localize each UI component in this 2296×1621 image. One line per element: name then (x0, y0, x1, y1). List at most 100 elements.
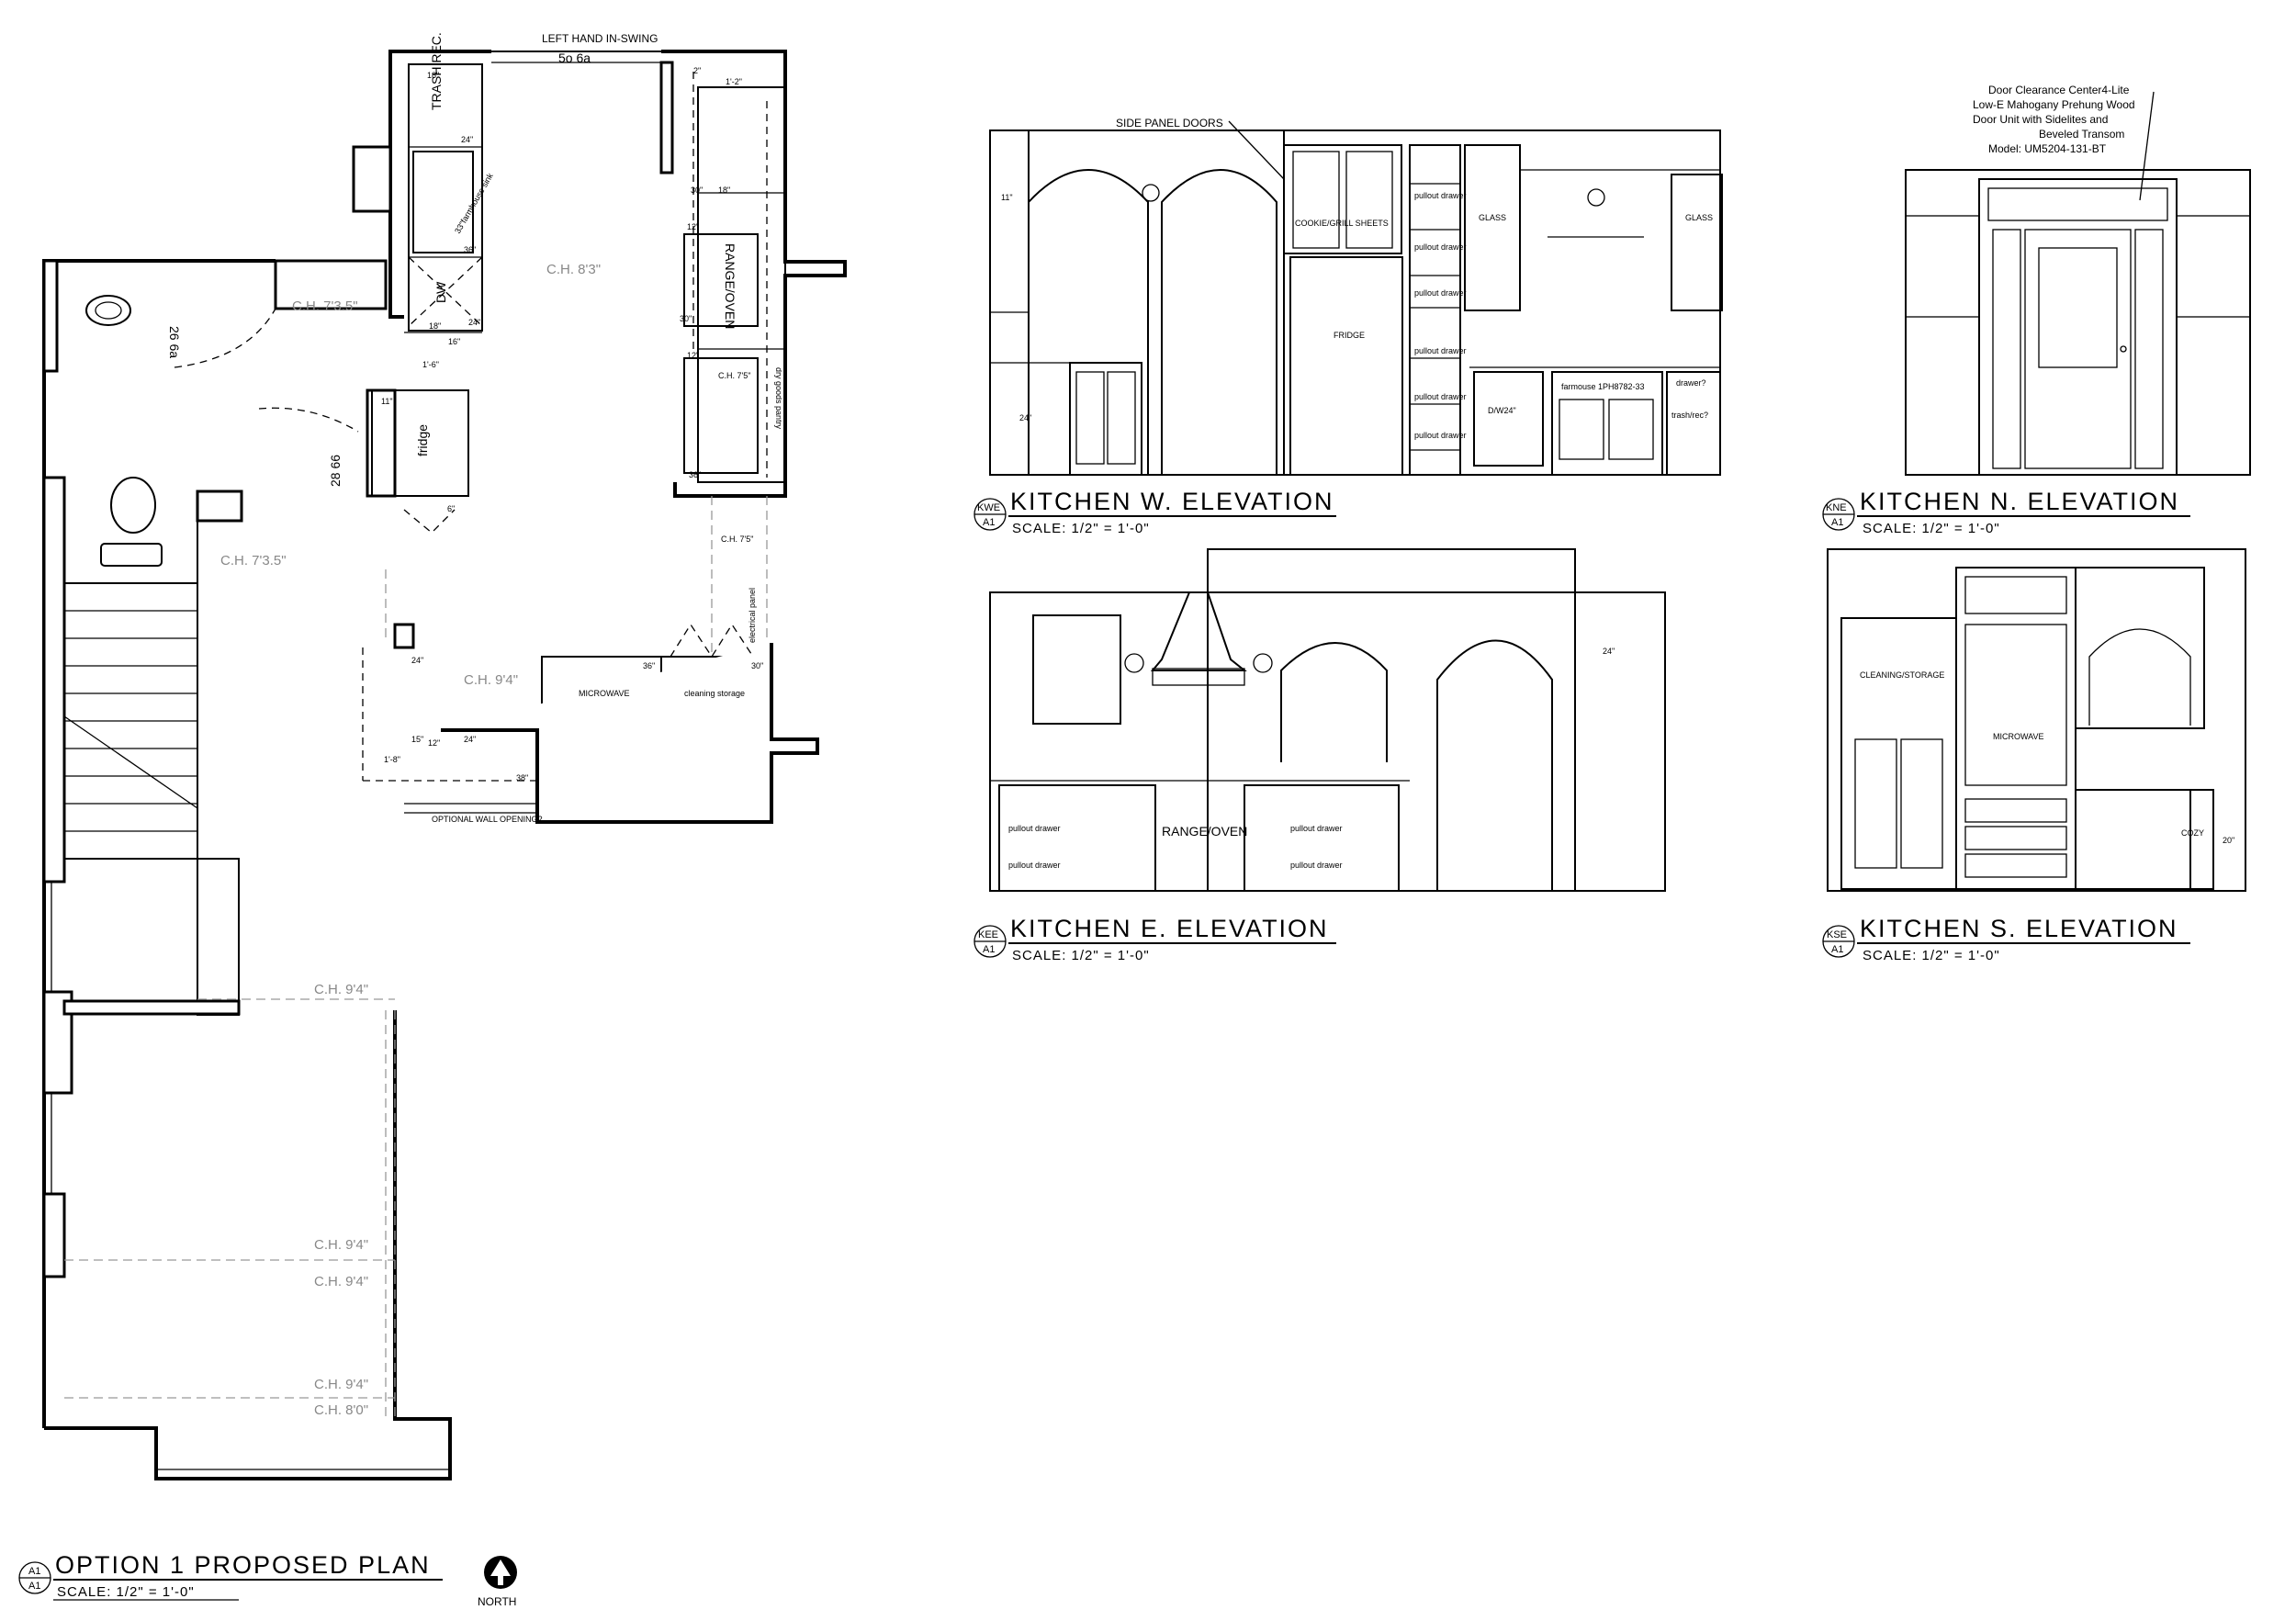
entry-door (2024, 229, 2132, 469)
south-microwave-tower (1955, 567, 2077, 890)
east-scale: SCALE: 1/2" = 1'-0" (1012, 948, 1150, 963)
farmhouse-sink (412, 151, 474, 253)
east-elevation-frame (989, 591, 1666, 892)
pullout-label-4: pullout drawer (1414, 346, 1467, 355)
dim-1-2: 1'-2" (726, 77, 742, 86)
east-soffit-wall (1207, 548, 1576, 892)
west-sink-cabinet (1551, 371, 1663, 476)
west-base-door-2 (1107, 371, 1136, 465)
dim-12a: 12" (687, 222, 699, 231)
plan-beam (62, 999, 241, 1016)
cozy-label: COZY (2181, 828, 2204, 838)
cookie-door-2 (1345, 151, 1393, 249)
west-sconce-icon (1142, 184, 1160, 202)
elevation-east: pullout drawer pullout drawer RANGE/OVEN… (974, 548, 1666, 963)
cleaning-storage-label: cleaning storage (684, 689, 745, 698)
south-elevation-frame (1827, 548, 2246, 892)
door-note-line-5: Model: UM5204-131-BT (1988, 142, 2107, 155)
trash-rec-label: TRASH REC. (429, 32, 444, 110)
pantry-label: dry goods pantry (774, 367, 783, 430)
sink-door-2 (1608, 399, 1654, 460)
dim-2: 2" (693, 66, 701, 75)
fridge-label: fridge (415, 424, 430, 456)
cookie-sheet-cabinet (1283, 144, 1402, 254)
west-glass-cabinet (1464, 144, 1521, 311)
south-title: KITCHEN S. ELEVATION (1860, 915, 2178, 942)
west-sink-label: farmouse 1PH8782-33 (1561, 382, 1645, 391)
pullout-shelves (1410, 183, 1460, 451)
south-base-cabinet (2075, 789, 2191, 890)
dim-24a: 24" (461, 135, 473, 144)
door-size-label: 5o 6a (558, 51, 591, 65)
dw-label-west: D/W24" (1488, 406, 1516, 415)
fridge-box (371, 389, 469, 497)
east-pullout-1: pullout drawer (1008, 824, 1061, 833)
ch-living-4: C.H. 9'4" (314, 1377, 368, 1392)
east-sheet: A1 (983, 944, 995, 955)
electrical-panel-label: electrical panel (748, 588, 757, 643)
door-unit-frame (1978, 178, 2178, 476)
door-note-line-3: Door Unit with Sidelites and (1973, 113, 2108, 126)
ch-nook: C.H. 9'4" (464, 672, 518, 688)
west-base-cabinet (1069, 362, 1142, 476)
east-niche-arch (1280, 642, 1388, 762)
optional-wall-label: OPTIONAL WALL OPENING? (432, 815, 543, 824)
west-elevation-frame (989, 129, 1721, 476)
sidelite-left (1992, 229, 2021, 469)
north-scale: SCALE: 1/2" = 1'-0" (1863, 521, 2000, 536)
ch-entry: C.H. 8'0" (314, 1402, 368, 1418)
door-note-leader (2139, 91, 2155, 201)
west-pullout-tower (1409, 144, 1461, 476)
dim-24d: 24" (464, 735, 476, 744)
dim-38: 38" (516, 773, 528, 782)
south-cozy-cabinet (2189, 789, 2214, 890)
west-sheet: A1 (983, 517, 995, 528)
dw-door-swing-2 (408, 256, 483, 327)
north-label: NORTH (478, 1595, 516, 1608)
ch-living-2: C.H. 9'4" (314, 1237, 368, 1253)
dim-12b: 12" (687, 351, 699, 360)
plan-wall-west-pier-2 (42, 1192, 66, 1278)
west-fridge-label: FRIDGE (1334, 331, 1365, 340)
range-hood (1150, 591, 1247, 671)
west-title: KITCHEN W. ELEVATION (1010, 488, 1334, 515)
side-panel-leader (1228, 120, 1285, 180)
north-tag: KNE (1826, 502, 1847, 513)
drawer-label: drawer? (1676, 378, 1706, 388)
east-sconce-icon-2 (1253, 653, 1273, 673)
east-sconce-icon (1124, 653, 1144, 673)
dim-1-6: 1'-6" (422, 360, 439, 369)
east-base-right (1244, 784, 1400, 892)
elevation-west: COOKIE/GRILL SHEETS FRIDGE pullout drawe… (974, 117, 1723, 536)
south-arch (2088, 628, 2191, 726)
dim-6: 6" (447, 504, 455, 513)
plan-tag-bottom: A1 (28, 1581, 40, 1592)
pullout-label-1: pullout drawer (1414, 191, 1467, 200)
west-tag: KWE (977, 502, 1000, 513)
west-base-door (1075, 371, 1105, 465)
east-title: KITCHEN E. ELEVATION (1010, 915, 1329, 942)
toilet-bowl-icon (110, 477, 156, 534)
south-tag: KSE (1827, 929, 1847, 940)
dim-36a: 36" (464, 245, 476, 254)
stair-treads (63, 610, 198, 832)
plan-scale: SCALE: 1/2" = 1'-0" (57, 1584, 195, 1600)
hall-door-swing (258, 407, 359, 433)
ch-living-3: C.H. 9'4" (314, 1274, 368, 1289)
dim-16: 16" (448, 337, 460, 346)
trash-label: trash/rec? (1671, 411, 1708, 420)
elevation-north: Door Clearance Center4-Lite Low-E Mahoga… (1822, 84, 2251, 536)
east-tag: KEE (978, 929, 998, 940)
east-pullout-3: pullout drawer (1290, 824, 1343, 833)
west-arch-2 (1161, 169, 1277, 475)
plan-wall-hall (196, 490, 243, 523)
cookie-label: COOKIE/GRILL SHEETS (1295, 219, 1389, 228)
kitchen-door-leaf (659, 61, 674, 174)
entry-door-lite (2038, 247, 2118, 368)
ch-pantry-a: C.H. 7'5" (718, 371, 750, 380)
sink-door (1559, 399, 1604, 460)
floor-plan: LEFT HAND IN-SWING 5o 6a TRASH REC. 33"f… (18, 32, 847, 1608)
south-dim-20: 20" (2223, 836, 2234, 845)
fridge-door-swing (403, 509, 456, 534)
pantry-box (683, 357, 759, 474)
